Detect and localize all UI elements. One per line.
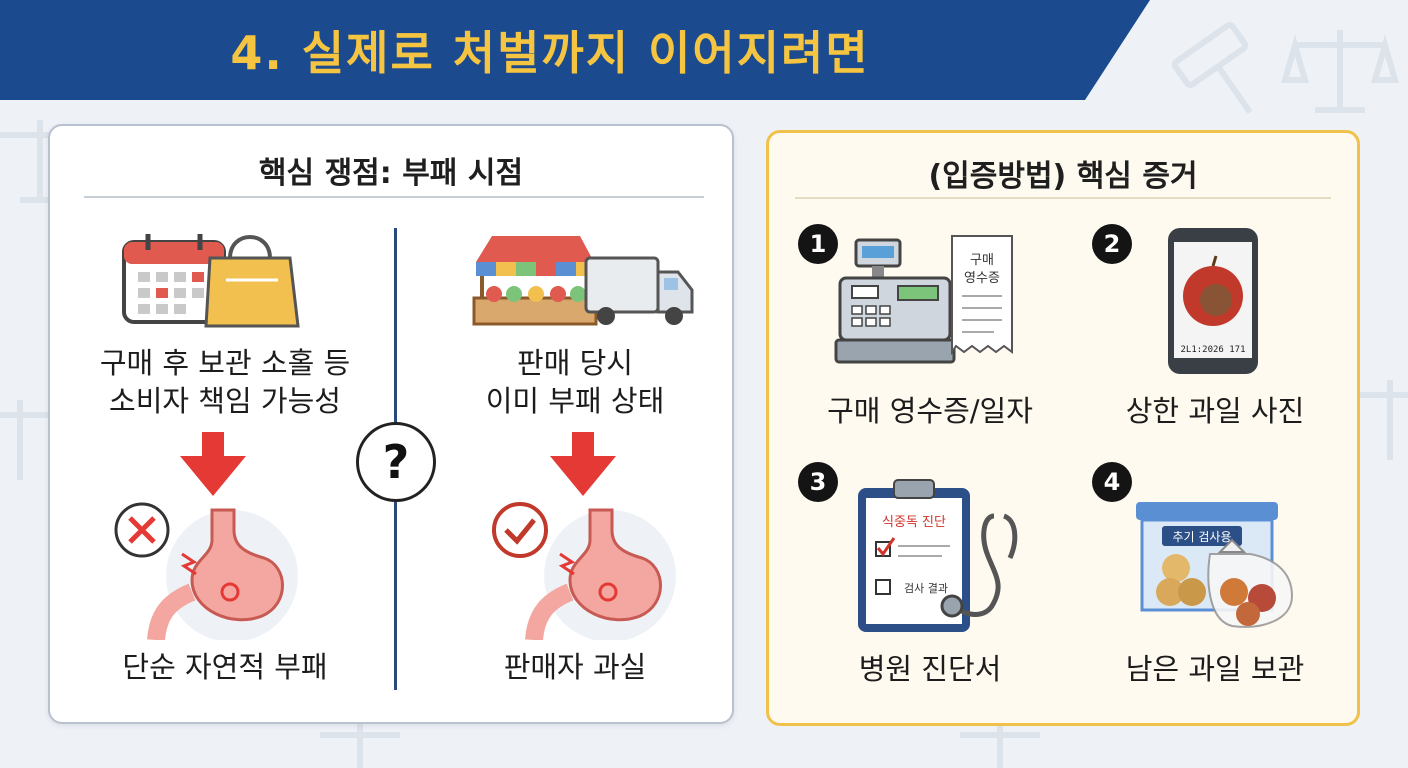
cash-register-receipt-icon: 구매 영수증 — [834, 235, 1013, 364]
question-mark-icon: ? — [356, 422, 436, 502]
right-case-label-1: 판매 당시 — [517, 346, 633, 380]
calendar-shopping-bag-icon — [122, 234, 300, 328]
header-banner — [0, 0, 1150, 100]
medical-report-stethoscope-icon: 식중독 진단 검사 결과 — [858, 479, 1018, 632]
phone-photo-icon: 2L1:2026 171 — [1168, 228, 1258, 374]
left-case-label-1: 구매 후 보관 소홀 등 — [99, 346, 351, 380]
down-arrow-icon — [550, 432, 616, 496]
evidence-label-2: 상한 과일 사진 — [1125, 394, 1305, 428]
fruit-storage-icon: 추기 검사용 — [1136, 502, 1294, 628]
evidence-number-3: 3 — [798, 462, 838, 502]
svg-text:2L1:2026 171: 2L1:2026 171 — [1180, 345, 1245, 355]
right-case-label-2: 이미 부패 상태 — [485, 384, 665, 418]
svg-text:식중독 진단: 식중독 진단 — [882, 515, 946, 530]
stomach-x-icon — [114, 502, 298, 640]
svg-text:추기 검사용: 추기 검사용 — [1172, 530, 1231, 544]
evidence-label-1: 구매 영수증/일자 — [827, 394, 1033, 428]
issue-panel-title: 핵심 쟁점: 부패 시점 — [258, 156, 524, 191]
evidence-panel-rule — [795, 197, 1331, 199]
down-arrow-icon — [180, 432, 246, 496]
svg-text:검사 결과: 검사 결과 — [904, 582, 948, 595]
evidence-number-4: 4 — [1092, 462, 1132, 502]
page-title: 4. 실제로 처벌까지 이어지려면 — [230, 26, 870, 80]
evidence-number-1: 1 — [798, 224, 838, 264]
evidence-label-3: 병원 진단서 — [858, 652, 1002, 686]
left-case-label-2: 소비자 책임 가능성 — [109, 384, 341, 418]
market-stall-truck-icon — [472, 236, 694, 326]
evidence-number-2: 2 — [1092, 224, 1132, 264]
svg-text:구매: 구매 — [970, 253, 994, 268]
issue-panel-rule — [84, 196, 704, 198]
svg-text:영수증: 영수증 — [964, 271, 1000, 286]
stomach-check-icon — [492, 502, 676, 640]
left-case-result: 단순 자연적 부패 — [122, 650, 328, 684]
right-case-result: 판매자 과실 — [503, 650, 647, 684]
evidence-panel-title: (입증방법) 핵심 증거 — [928, 159, 1198, 194]
evidence-label-4: 남은 과일 보관 — [1125, 652, 1305, 686]
